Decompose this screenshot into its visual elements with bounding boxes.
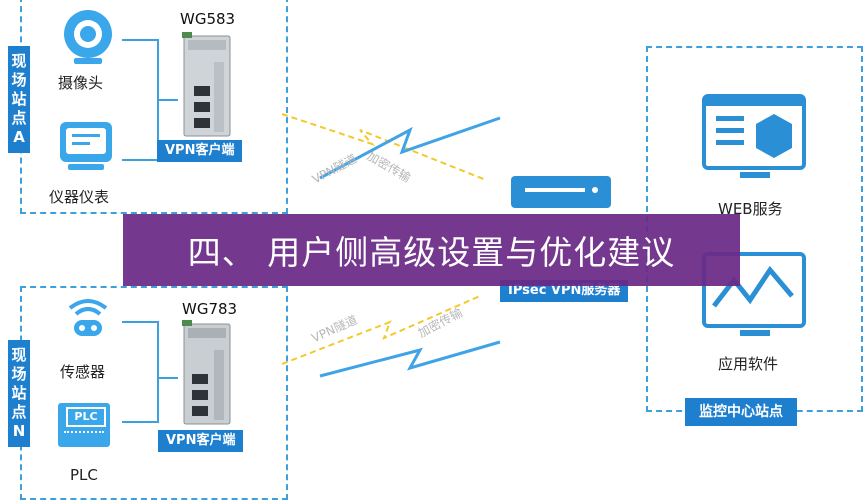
meter-label: 仪器仪表 xyxy=(49,188,110,206)
router-device-icon-n xyxy=(182,320,231,425)
site-n-tab: 现场站点N xyxy=(8,340,30,447)
sensor-label: 传感器 xyxy=(60,363,106,381)
router-device-icon xyxy=(182,32,231,137)
plc-icon: PLC xyxy=(58,403,110,447)
web-service-label: WEB服务 xyxy=(718,200,783,218)
plc-icon-pins xyxy=(64,431,104,439)
center-title-label: 监控中心站点 xyxy=(685,398,797,426)
site-a-connectors xyxy=(122,39,178,161)
tunnel-bottom-lightning xyxy=(281,295,501,378)
app-software-label: 应用软件 xyxy=(718,355,779,373)
web-service-icon xyxy=(702,94,806,178)
tunnel-top-lightning xyxy=(281,113,501,181)
plc-icon-text: PLC xyxy=(66,407,106,427)
site-n-tab-text: 现场站点N xyxy=(11,346,27,440)
site-n-connectors xyxy=(122,321,178,423)
site-a-tab: 现场站点A xyxy=(8,46,30,153)
site-n-model: WG783 xyxy=(182,300,238,318)
plc-label: PLC xyxy=(70,466,98,484)
site-a-tab-text: 现场站点A xyxy=(11,52,27,146)
camera-label: 摄像头 xyxy=(58,74,104,92)
section-title-text: 四、 用户侧高级设置与优化建议 xyxy=(187,233,676,272)
meter-icon xyxy=(60,122,112,170)
site-a-client-label: VPN客户端 xyxy=(157,140,243,162)
site-n-client-label: VPN客户端 xyxy=(158,430,244,452)
sensor-icon xyxy=(68,299,108,336)
server-icon xyxy=(511,176,611,208)
camera-icon xyxy=(64,10,112,64)
site-a-model: WG583 xyxy=(180,10,236,28)
section-title-banner: 四、 用户侧高级设置与优化建议 xyxy=(123,214,740,286)
